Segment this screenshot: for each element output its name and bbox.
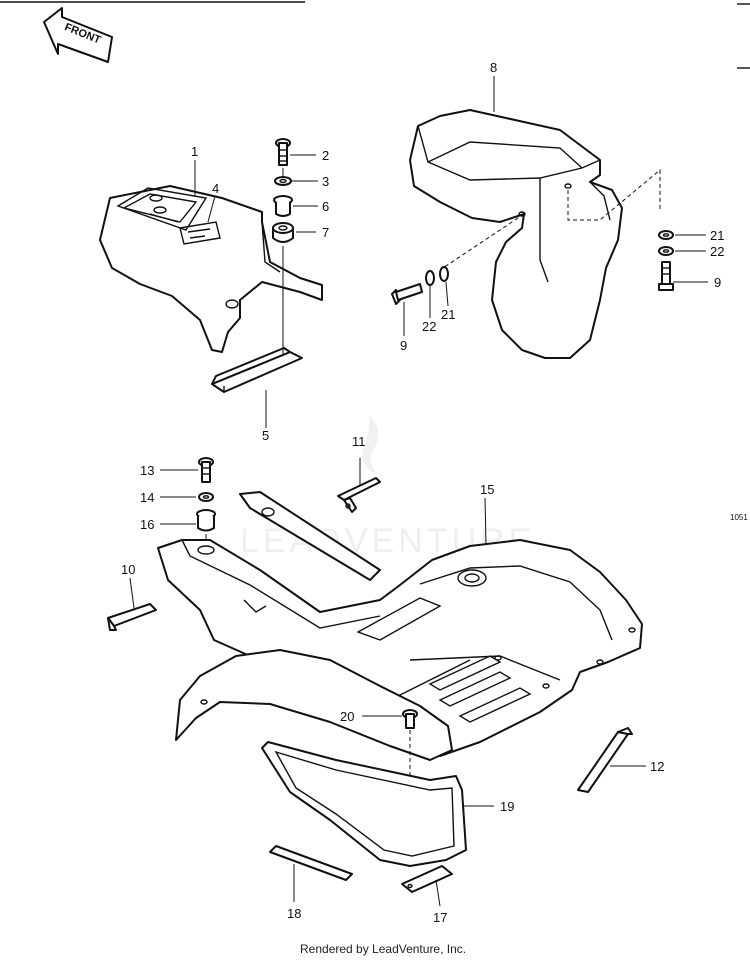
part-13-bolt [198,457,214,483]
part-12-bracket [577,727,633,793]
part-2-bolt [275,138,291,166]
part-11-bracket [337,477,381,513]
callout-22-left: 22 [422,319,436,334]
part-18-plate [269,845,353,881]
front-arrow-icon: FRONT [43,7,113,63]
part-1-cowl [99,185,323,353]
callout-numbers: 1 4 2 3 6 7 5 8 21 22 9 9 22 21 11 13 14… [121,60,724,925]
part-4-decal [179,221,221,245]
part-17-plate [401,865,453,893]
part-7-grommet [272,222,294,243]
callout-8: 8 [490,60,497,75]
callout-21-right: 21 [710,228,724,243]
callout-18: 18 [287,906,301,921]
part-3-washer [274,176,292,186]
part-20-screw [402,709,418,729]
callout-14: 14 [140,490,154,505]
callout-21-left: 21 [441,307,455,322]
callout-3: 3 [322,174,329,189]
dashed-guide [439,213,525,271]
callout-19: 19 [500,799,514,814]
part-21-washer-right [658,230,674,240]
part-8-rear-cover [409,109,623,359]
part-19-seal [261,741,467,867]
callout-6: 6 [322,199,329,214]
part-22-washer-right [658,246,674,256]
part-6-collar [273,195,293,217]
part-9-bolt-right [658,261,674,291]
callout-15: 15 [480,482,494,497]
part-15-fender-arc [175,649,453,761]
leader-lines [129,76,708,907]
callout-12: 12 [650,759,664,774]
callout-20: 20 [340,709,354,724]
part-14-washer [198,492,214,502]
callout-13: 13 [140,463,154,478]
callout-7: 7 [322,225,329,240]
callout-11: 11 [352,434,366,449]
callout-1: 1 [191,144,198,159]
callout-2: 2 [322,148,329,163]
callout-9-right: 9 [714,275,721,290]
part-15-strap [239,491,381,581]
callout-22-right: 22 [710,244,724,259]
footer-credit: Rendered by LeadVenture, Inc. [300,942,466,956]
callout-5: 5 [262,428,269,443]
part-9-bolt-left [391,283,423,305]
callout-10: 10 [121,562,135,577]
part-10-bracket [107,603,157,631]
part-22-washer-left [425,270,435,286]
part-16-collar [196,509,216,532]
callout-16: 16 [140,517,154,532]
callout-4: 4 [212,181,219,196]
callout-9-left: 9 [400,338,407,353]
part-21-washer-left [439,266,449,282]
diagram-code: 1051 [730,513,748,522]
callout-17: 17 [433,910,447,925]
part-5-bracket [211,347,303,393]
